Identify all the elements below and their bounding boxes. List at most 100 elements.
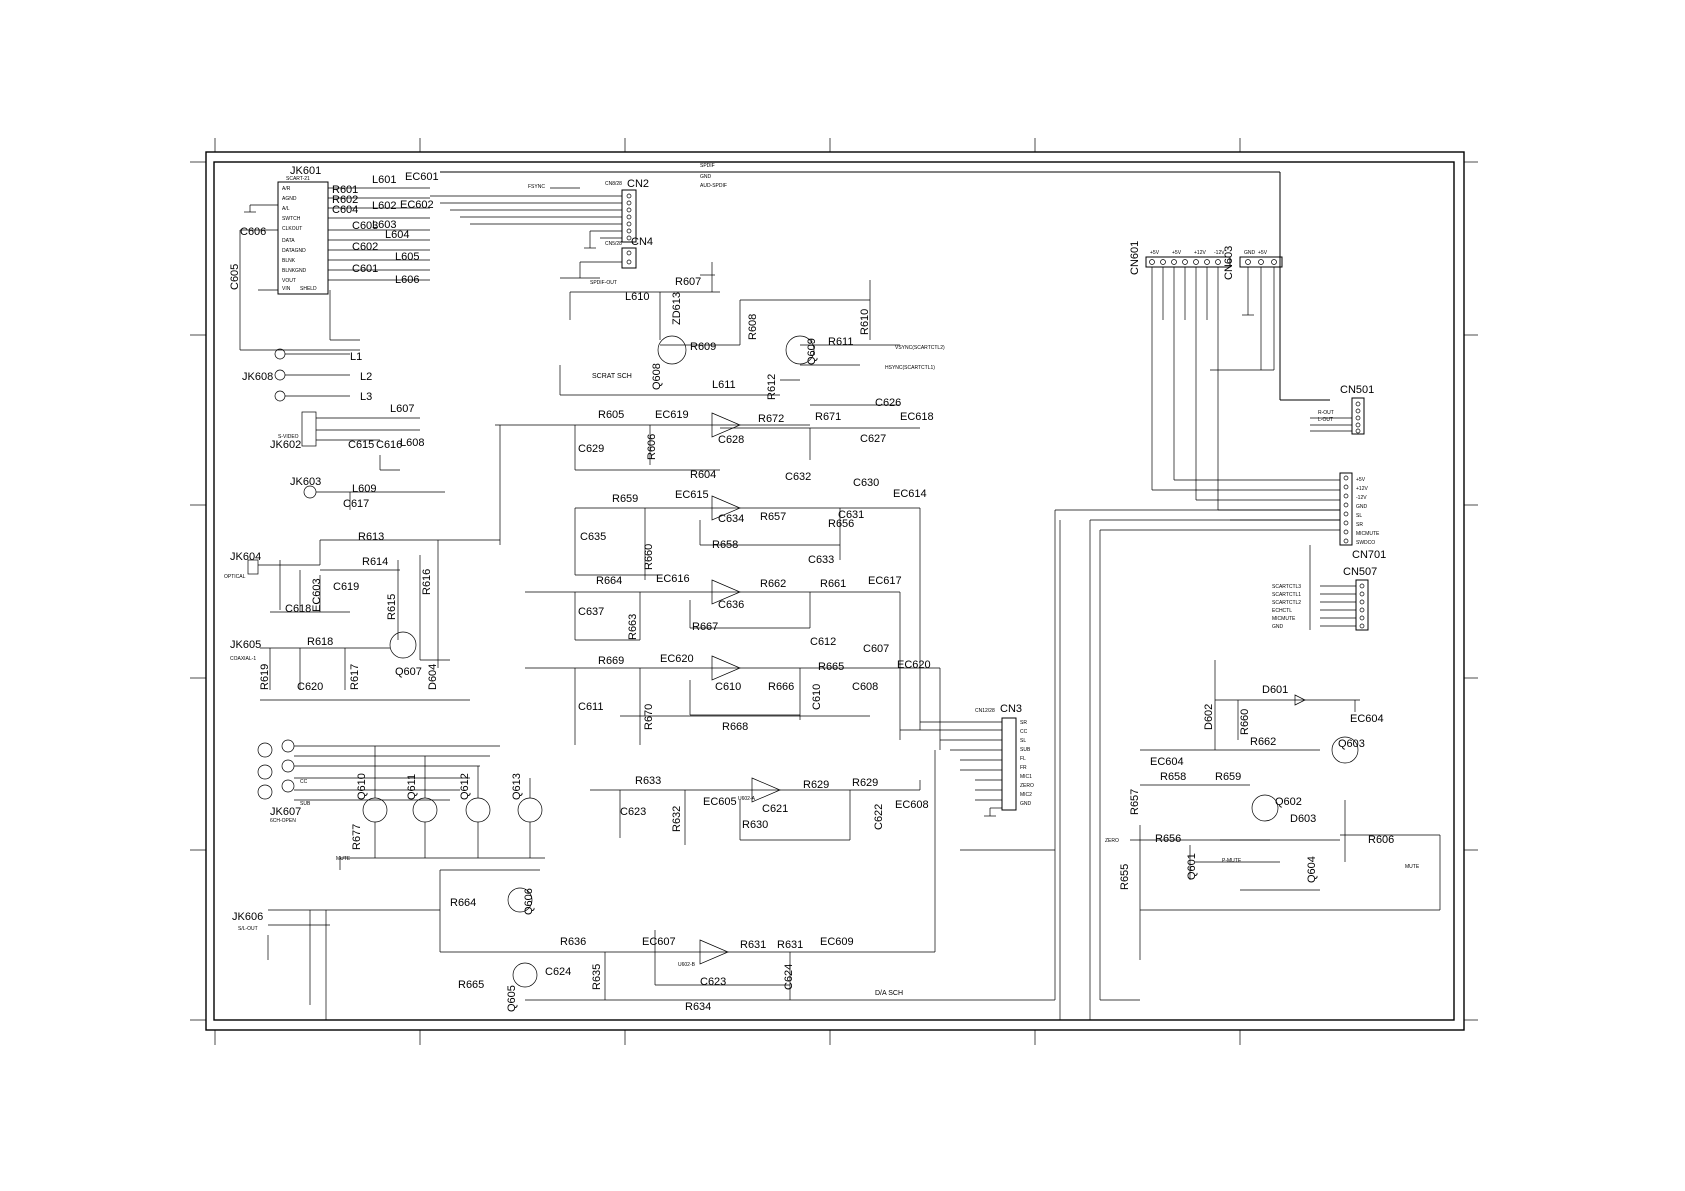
cc-label: CC [300, 779, 308, 785]
r613-ref: R613 [358, 531, 384, 543]
jk601-scart-connector: JK601 SCART-21 A/R AGND A/L SWTCH CLKOUT… [229, 165, 439, 351]
return-bus [300, 509, 1340, 1021]
l609-ref: L609 [352, 483, 376, 495]
l605-ref: L605 [395, 251, 419, 263]
cn701-pin-sr: SR [1356, 522, 1363, 528]
jk601-pin-swtch: SWTCH [282, 216, 301, 222]
bus-label-spdif: SPDIF [700, 163, 715, 169]
q608-ref: Q608 [651, 363, 663, 390]
q606-ref: Q606 [523, 888, 535, 915]
cn4-sub: CN5/28 [605, 241, 622, 247]
cn3-pin-sl: SL [1020, 738, 1026, 744]
cn701-pin-micmute: MICMUTE [1356, 531, 1380, 537]
r655-ref: R659 [612, 493, 638, 505]
r601-ref: R601 [332, 184, 358, 196]
l610-ref: L610 [625, 291, 649, 303]
r654-ref: R658 [712, 539, 738, 551]
c602-ref: C602 [352, 241, 378, 253]
cn2-connector: CN2 CN8/28 FSYNC [430, 178, 649, 249]
d604-ref: D604 [427, 664, 439, 690]
r646-ref: R664 [450, 897, 476, 909]
r656-ref: R660 [643, 544, 655, 570]
q610-ref: Q610 [356, 773, 368, 800]
cn3-ref: CN3 [1000, 703, 1022, 715]
jk601-pin-blnk: BLNK [282, 258, 296, 264]
l601-ref: L601 [372, 174, 396, 186]
jk604-ref: JK604 [230, 551, 261, 563]
cn603-ref: CN603 [1223, 246, 1235, 280]
q602-ref: Q602 [1275, 796, 1302, 808]
cn701-pin-gnd: GND [1356, 504, 1368, 510]
l1-ref: L1 [350, 351, 362, 363]
cn701-pin-swdco: SWDCO [1356, 540, 1375, 546]
q605-ref: Q605 [506, 985, 518, 1012]
cn601-connector: CN601 +5V +5V +12V -12V [1129, 241, 1231, 510]
r611-ref: R611 [828, 336, 853, 348]
top-bus: SPDIF GND AUD-SPDIF [440, 163, 1330, 401]
r634-ref: R631 [740, 939, 766, 951]
r636-ref: R635 [591, 964, 603, 990]
d602-ref: D602 [1203, 704, 1215, 730]
bus-label-aud-spdif: AUD-SPDIF [700, 183, 727, 189]
u602b-stage: JK606 S/L-OUT R664 Q606 R665 Q605 C624 R… [232, 750, 1055, 1020]
r657-ref: R661 [820, 578, 846, 590]
c631-ref: C629 [578, 443, 604, 455]
r671-ref: R606 [646, 434, 658, 460]
l611-ref: L611 [712, 379, 736, 391]
opamp-stage-3: R664 EC616 C637 R663 C636 R667 R662 R661… [525, 573, 902, 740]
q607-ref: Q607 [395, 666, 422, 678]
q613-ref: Q613 [511, 773, 523, 800]
q603-ref: Q603 [1338, 738, 1365, 750]
r663-ref: R667 [692, 621, 718, 633]
c629-ref: C627 [860, 433, 886, 445]
mute-circuit: D601 D602 R660 EC604 EC604 R662 Q603 R65… [1100, 660, 1441, 1001]
jk601-pin-vin: VIN [282, 286, 291, 292]
cn4-connector: CN4 CN5/28 SPDIF-OUT [560, 236, 653, 286]
digital-input-jacks: JK604 OPTICAL R613 R614 C618 EC603 C619 … [224, 531, 500, 701]
ec604-ref: EC604 [1150, 756, 1184, 768]
c627-ref: C624 [545, 966, 571, 978]
cn603-connector: CN603 GND +5V [1210, 246, 1283, 371]
cn3-pin-gnd: GND [1020, 801, 1032, 807]
cn507-ref: CN507 [1343, 566, 1377, 578]
cn601-pin-7: -12V [1214, 250, 1225, 256]
r630-ref: R630 [742, 819, 768, 831]
r619-ref: R619 [259, 664, 271, 690]
r660-ref: R664 [596, 575, 622, 587]
r603-ref: R606 [1368, 834, 1394, 846]
l2-ref: L2 [360, 371, 372, 383]
r609-ref: R609 [690, 341, 716, 353]
cn3-pin-fr: FR [1020, 765, 1027, 771]
cn501-pin-rout: R-OUT [1318, 410, 1334, 416]
svideo-label: S-VIDEO [278, 434, 299, 440]
jk601-ref: JK601 [290, 165, 321, 177]
c623-ref: C623 [700, 976, 726, 988]
ec616-ref: EC616 [656, 573, 690, 585]
cn507-pin-5: MICMUTE [1272, 616, 1296, 622]
u602b-ref: U602-B [678, 962, 696, 968]
coaxial-label: COAXIAL-1 [230, 656, 256, 662]
l604-ref: L604 [385, 229, 409, 241]
c638-ref: C636 [718, 599, 744, 611]
c605-ref: C605 [229, 264, 241, 290]
c609-ref: C610 [715, 681, 741, 693]
r666-ref: R670 [643, 704, 655, 730]
c636-ref: C634 [718, 513, 744, 525]
ec608-ref: EC607 [642, 936, 676, 948]
pmute-net-label: P-MUTE [1222, 858, 1242, 864]
r645-ref: R662 [1250, 736, 1276, 748]
optical-label: OPTICAL [224, 574, 246, 580]
c608-ref: C608 [852, 681, 878, 693]
jk606-ref: JK606 [232, 911, 263, 923]
r642-ref: R659 [1215, 771, 1241, 783]
r659-ref: R663 [627, 614, 639, 640]
r629-ref: R629 [803, 779, 829, 791]
jk601-pin-agnd: AGND [282, 196, 297, 202]
c619-ref: C619 [333, 581, 359, 593]
l607-ref: L607 [390, 403, 414, 415]
jk601-pin-datagnd: DATAGND [282, 248, 306, 254]
l603-ref: L603 [372, 219, 396, 231]
r607-ref: R607 [675, 276, 701, 288]
q604-ref: Q604 [1306, 856, 1318, 883]
ec617-ref: EC618 [900, 411, 934, 423]
